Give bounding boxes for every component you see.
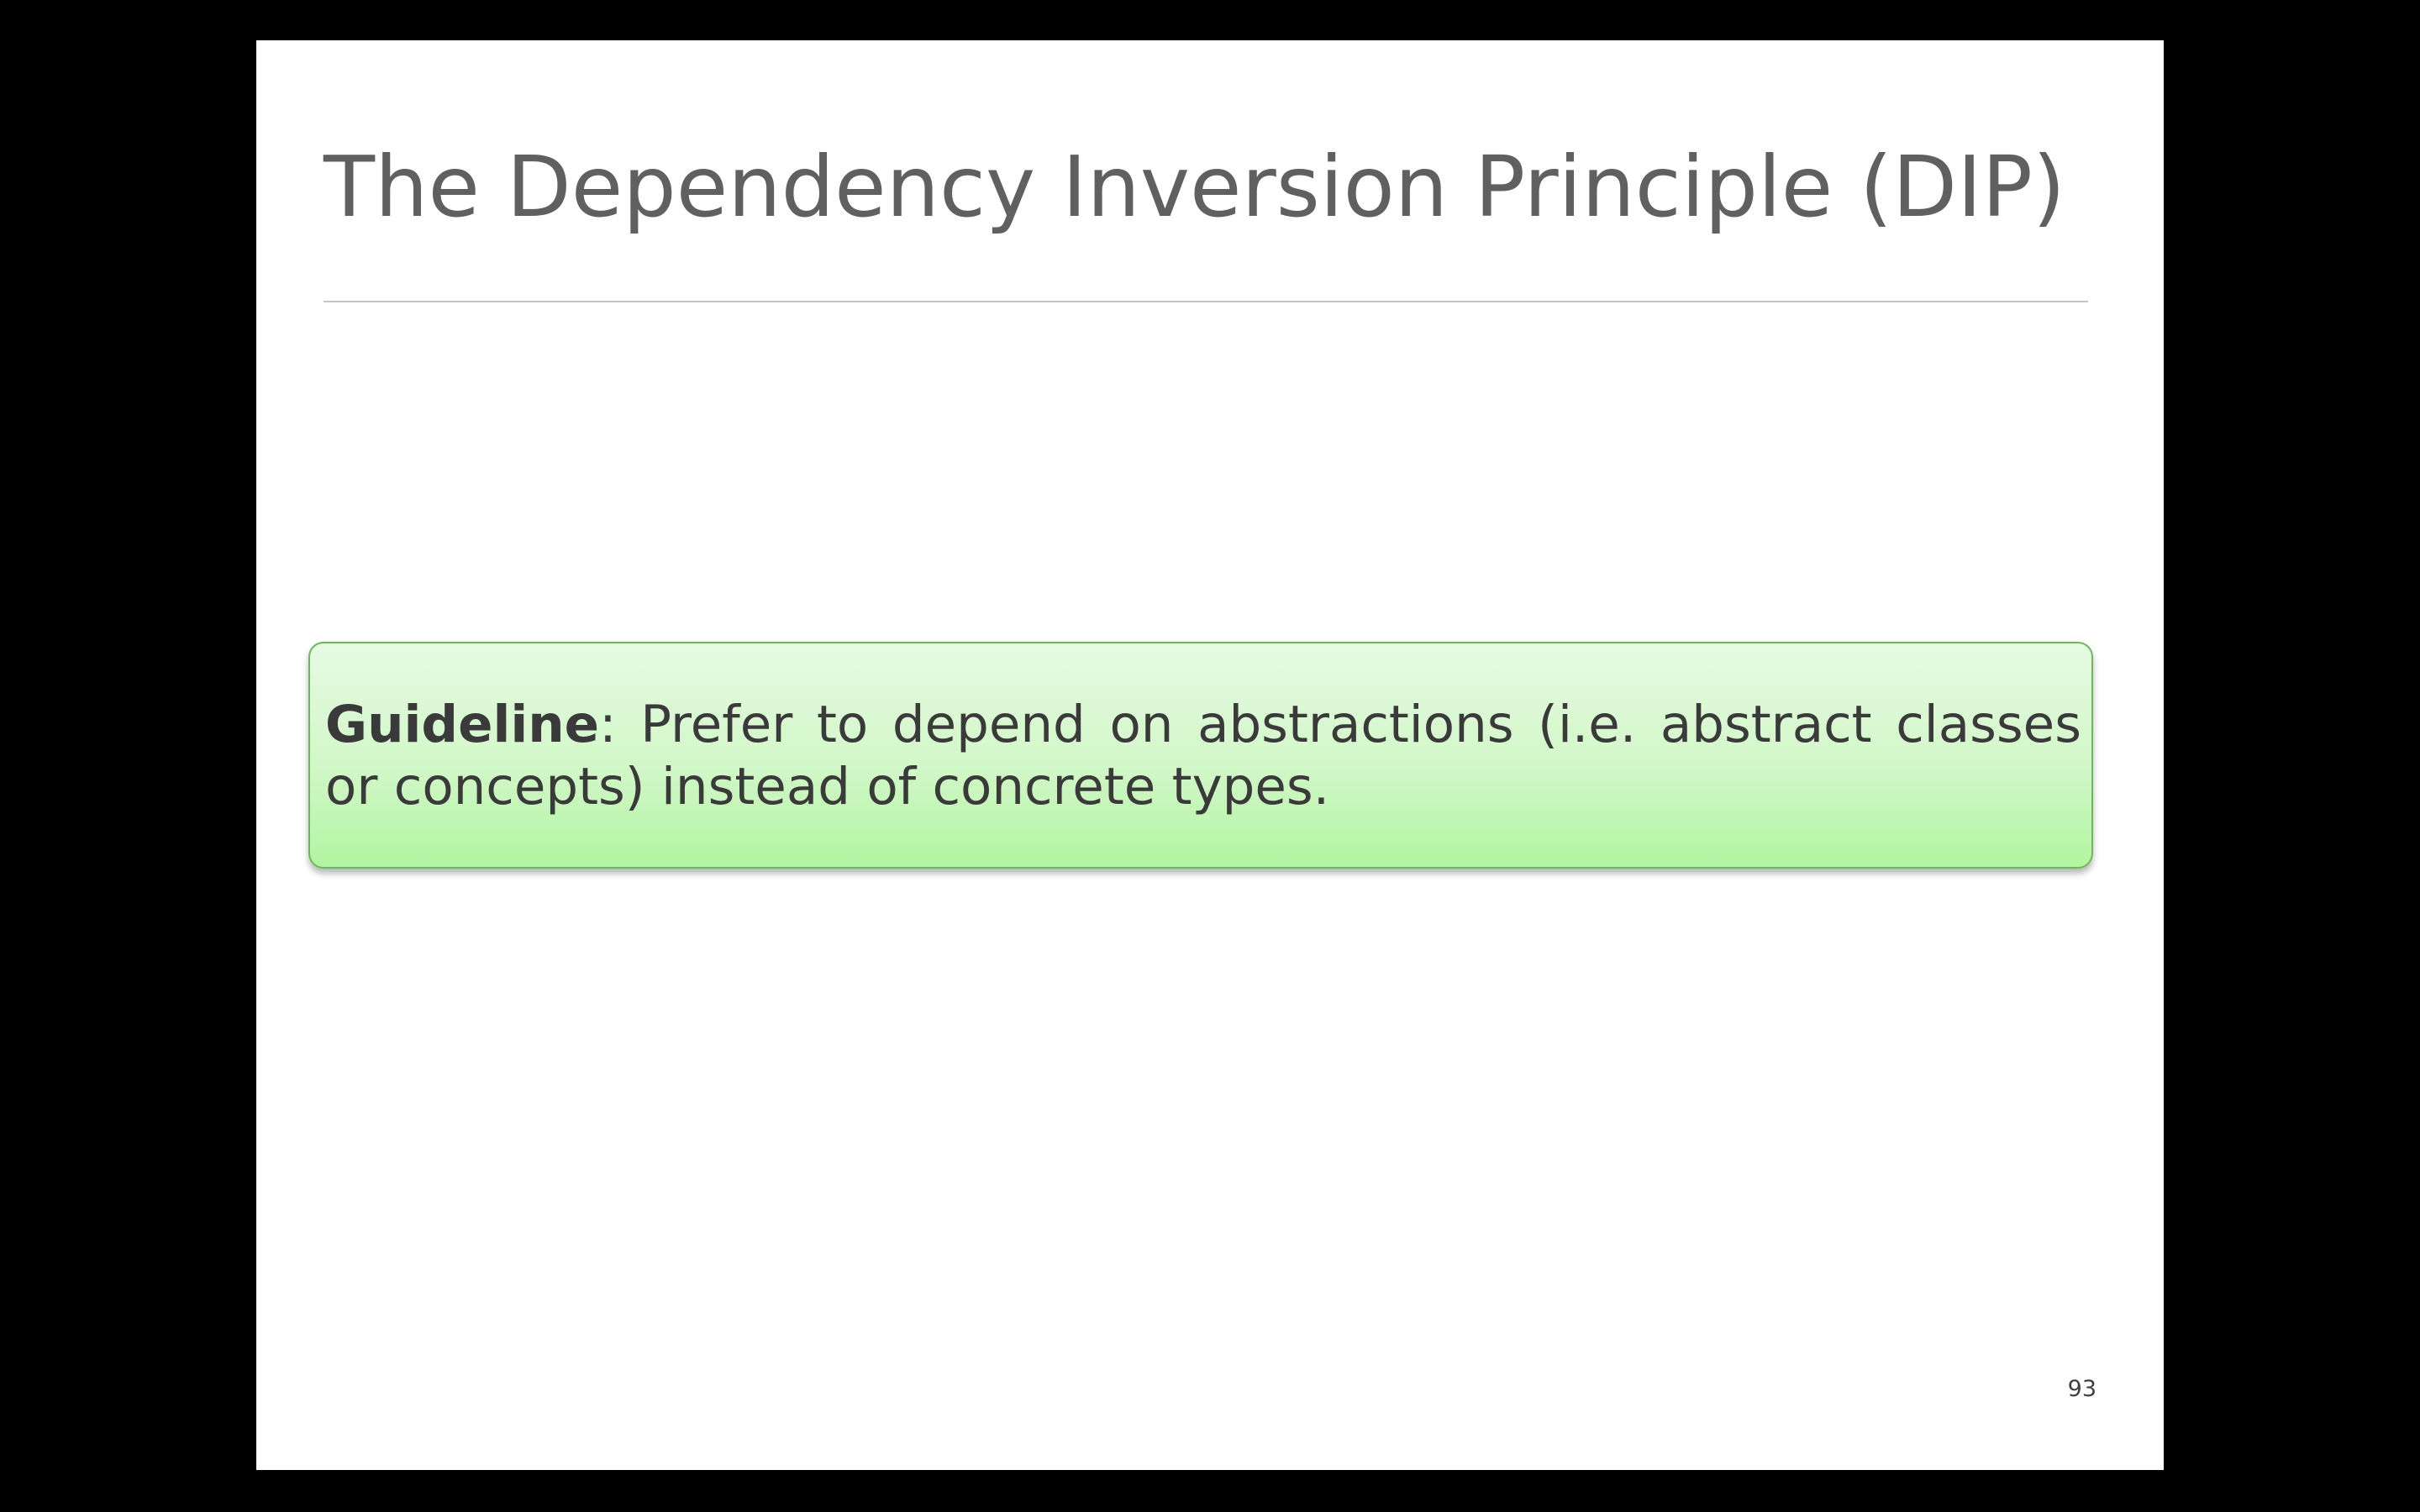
page-number: 93 [2067,1376,2096,1402]
guideline-label: Guideline [325,695,600,754]
slide: The Dependency Inversion Principle (DIP)… [256,40,2164,1470]
guideline-text: Guideline: Prefer to depend on abstracti… [325,694,2081,818]
title-underline-divider [324,301,2088,302]
guideline-callout-box: Guideline: Prefer to depend on abstracti… [308,642,2093,869]
guideline-body: Prefer to depend on abstractions (i.e. a… [325,695,2081,816]
slide-title: The Dependency Inversion Principle (DIP) [324,138,2065,236]
guideline-separator: : [599,695,617,754]
